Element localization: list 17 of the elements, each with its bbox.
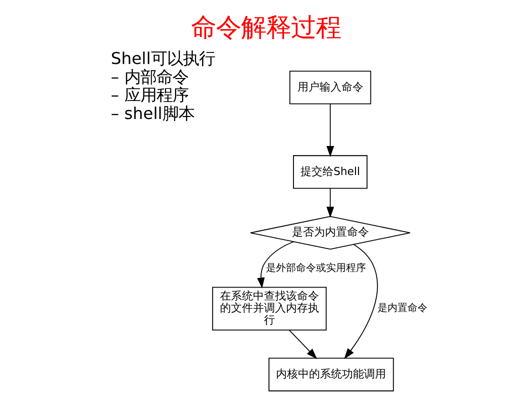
label: – 内部命令 bbox=[110, 67, 188, 86]
arrow bbox=[326, 104, 334, 157]
node-box: 用户输入命令 bbox=[289, 70, 372, 104]
arrow bbox=[288, 330, 318, 360]
label: – 应用程序 bbox=[110, 86, 188, 105]
arrow bbox=[257, 241, 294, 289]
node-box: 在系统中查找该命令的文件并调入内存执行 bbox=[212, 286, 327, 330]
node-box: 提交给Shell bbox=[293, 155, 368, 189]
label: – shell脚本 bbox=[110, 104, 194, 123]
edge-label: 是外部命令或实用程序 bbox=[266, 262, 366, 274]
arrow bbox=[344, 244, 378, 360]
edge-label: 是内置命令 bbox=[377, 303, 428, 314]
label: Shell可以执行 bbox=[110, 49, 215, 68]
diagram-title: 命令解释过程 bbox=[191, 12, 341, 42]
node-diamond: 是否为内置命令 bbox=[250, 216, 411, 250]
arrow bbox=[326, 188, 334, 218]
node-box: 内核中的系统功能调用 bbox=[268, 358, 394, 392]
